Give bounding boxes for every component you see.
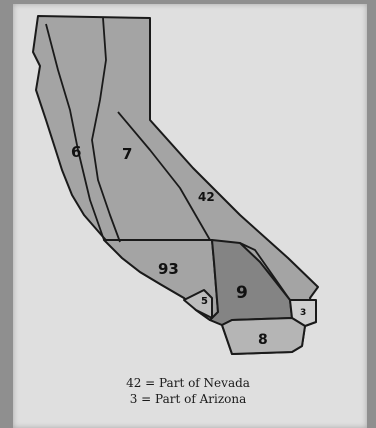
label-8: 8 [258,332,268,348]
label-3: 3 [300,308,306,318]
label-9: 9 [236,283,248,303]
legend-nevada: 42 = Part of Nevada [126,376,250,390]
region-5 [183,289,213,319]
label-42: 42 [198,190,215,204]
region-8 [221,317,306,355]
label-5: 5 [201,296,208,307]
boundary-coast-inner [45,23,105,241]
boundary-7-42 [117,111,211,241]
region-3 [289,299,317,327]
legend-arizona: 3 = Part of Arizona [129,392,247,406]
label-93: 93 [158,260,179,278]
label-7: 7 [122,145,132,163]
boundary-42-east [239,242,291,301]
boundary-6-7 [91,17,121,243]
label-6: 6 [71,143,81,161]
